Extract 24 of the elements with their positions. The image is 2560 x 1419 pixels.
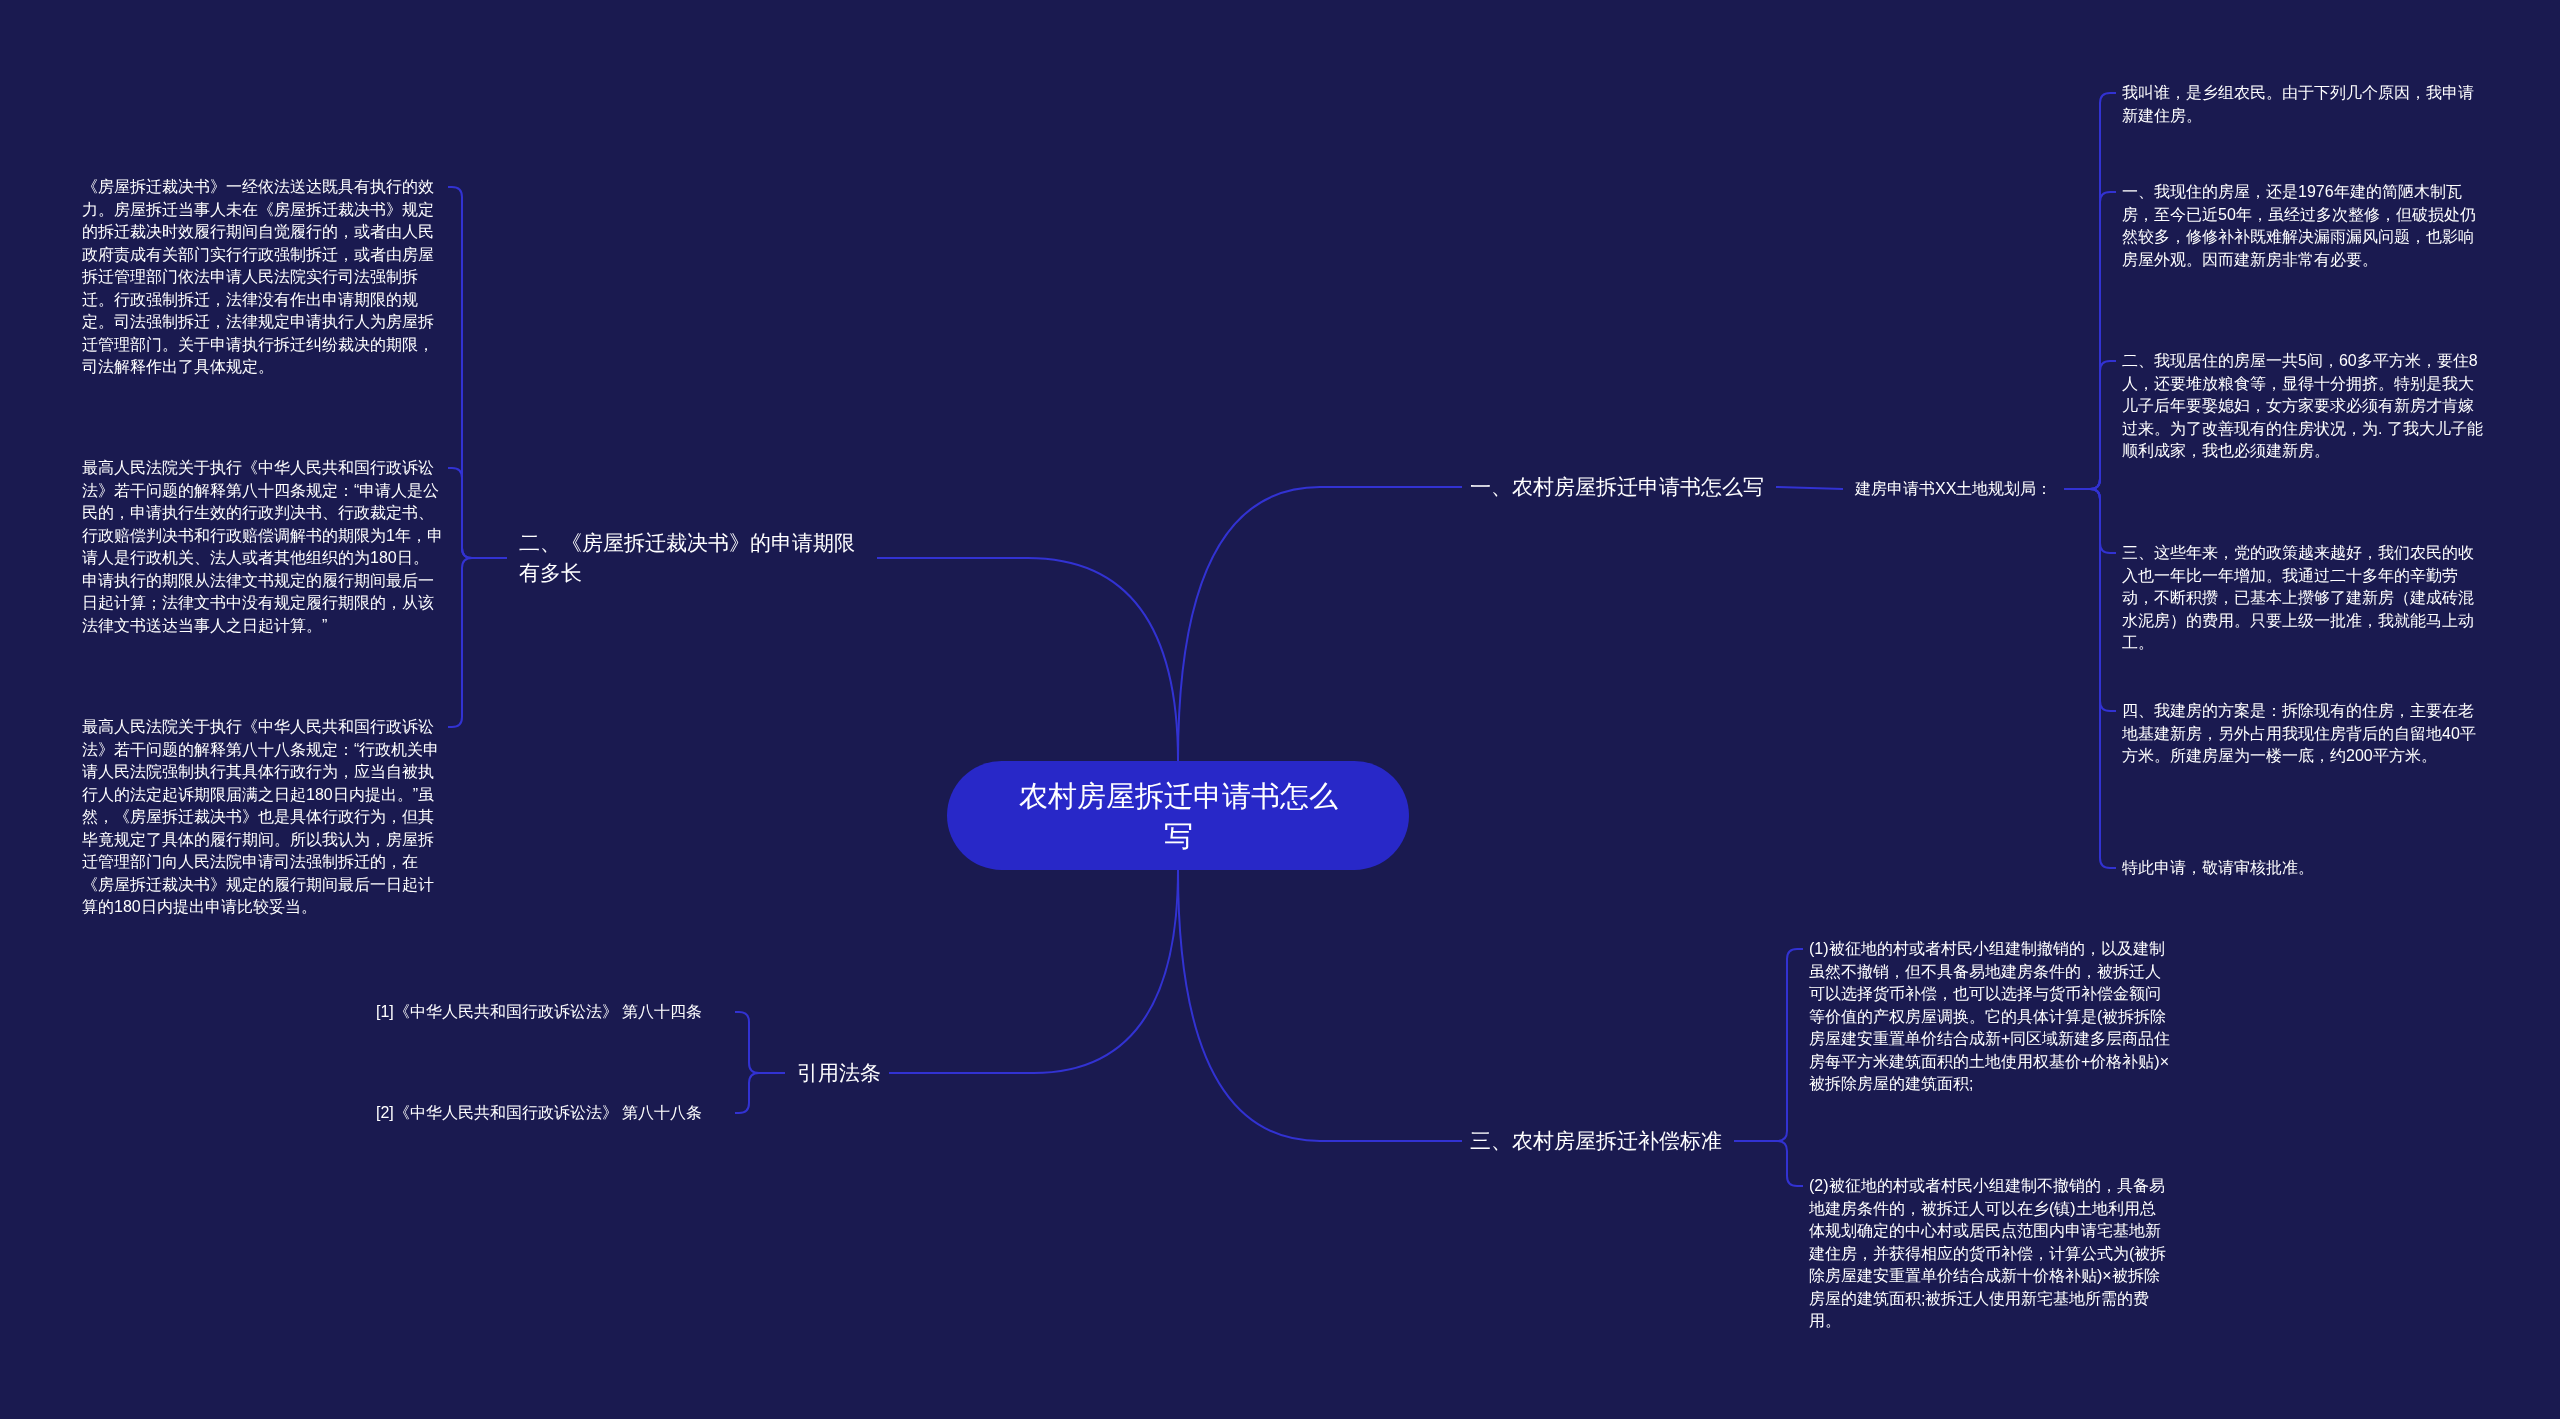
leaf-text: 最高人民法院关于执行《中华人民共和国行政诉讼法》若干问题的解释第八十八条规定：“行政机关申请人民法院强制执行其具体行政行为，应当自被执行人的法定起诉期限届满之日起180日内提出。”虽然，《房屋拆迁裁决书》也是具体行政行为，但其毕竟规定了具体的履行期间。所以我认为，房屋拆迁管理部门向人民法院申请司法强制拆迁的，在《房屋拆迁裁决书》规定的履行期间最后一日起计算的180日内提出申请比较妥当。 (82, 716, 444, 919)
branch-topic: 引用法条 (797, 1058, 881, 1088)
branch-topic: 二、《房屋拆迁裁决书》的申请期限有多长 (519, 528, 869, 588)
branch-topic: 三、农村房屋拆迁补偿标准 (1470, 1126, 1722, 1156)
leaf-text: 二、我现居住的房屋一共5间，60多平方米，要住8人，还要堆放粮食等，显得十分拥挤。特别是我大儿子后年要娶媳妇，女方家要求必须有新房才肯嫁过来。为了改善现有的住房状况，为. 了我大儿子能顺利成家，我也必须建新房。 (2122, 350, 2484, 463)
connector-line (734, 1072, 786, 1114)
leaf-text: 四、我建房的方案是：拆除现有的住房，主要在老地基建新房，另外占用我现住房背后的自留地40平方米。所建房屋为一楼一底，约200平方米。 (2122, 700, 2484, 768)
leaf-text: 《房屋拆迁裁决书》一经依法送达既具有执行的效力。房屋拆迁当事人未在《房屋拆迁裁决书》规定的拆迁裁决时效履行期间自觉履行的，或者由人民政府责成有关部门实行行政强制拆迁，或者由房屋拆迁管理部门依法申请人民法院实行司法强制拆迁。行政强制拆迁，法律没有作出申请期限的规定。司法强制拆迁，法律规定申请执行人为房屋拆迁管理部门。关于申请执行拆迁纠纷裁决的期限，司法解释作出了具体规定。 (82, 176, 444, 379)
leaf-text: 三、这些年来，党的政策越来越好，我们农民的收入也一年比一年增加。我通过二十多年的辛勤劳动，不断积攒，已基本上攒够了建新房（建成砖混水泥房）的费用。只要上级一批准，我就能马上动工。 (2122, 542, 2484, 655)
leaf-text: 特此申请，敬请审核批准。 (2122, 857, 2484, 880)
leaf-text: (1)被征地的村或者村民小组建制撤销的，以及建制虽然不撤销，但不具备易地建房条件的，被拆迁人可以选择货币补偿，也可以选择与货币补偿金额问等价值的产权房屋调换。它的具体计算是(被拆拆除房屋建安重置单价结合成新+同区域新建多层商品住房每平方米建筑面积的土地使用权基价+价格补贴)×被拆除房屋的建筑面积; (1809, 938, 2171, 1096)
central-topic: 农村房屋拆迁申请书怎么写 (947, 761, 1409, 870)
leaf-text: 最高人民法院关于执行《中华人民共和国行政诉讼法》若干问题的解释第八十四条规定：“申请人是公民的，申请执行生效的行政判决书、行政裁定书、行政赔偿判决书和行政赔偿调解书的期限为1年，申请人是行政机关、法人或者其他组织的为180日。申请执行的期限从法律文书规定的履行期间最后一日起计算；法律文书中没有规定履行期限的，从该法律文书送达当事人之日起计算。” (82, 457, 444, 637)
leaf-text: 一、我现住的房屋，还是1976年建的简陋木制瓦房，至今已近50年，虽经过多次整修，但破损处仍然较多，修修补补既难解决漏雨漏风问题，也影响房屋外观。因而建新房非常有必要。 (2122, 181, 2484, 271)
leaf-text: 我叫谁，是乡组农民。由于下列几个原因，我申请新建住房。 (2122, 82, 2484, 127)
leaf-text: [1]《中华人民共和国行政诉讼法》 第八十四条 (376, 1001, 731, 1024)
connector-line (1775, 486, 1844, 490)
connector-line (1177, 869, 1463, 1142)
branch-topic: 一、农村房屋拆迁申请书怎么写 (1470, 472, 1764, 502)
subtopic-text: 建房申请书XX土地规划局： (1855, 478, 2053, 500)
connector-line (1733, 1140, 1804, 1187)
leaf-text: [2]《中华人民共和国行政诉讼法》 第八十八条 (376, 1102, 731, 1125)
connector-line (447, 557, 508, 728)
leaf-text: (2)被征地的村或者村民小组建制不撤销的，具备易地建房条件的，被拆迁人可以在乡(镇)土地利用总体规划确定的中心村或居民点范围内申请宅基地新建住房，并获得相应的货币补偿，计算公式为(被拆除房屋建安重置单价结合成新十价格补贴)×被拆除房屋的建筑面积;被拆迁人使用新宅基地所需的费用。 (1809, 1175, 2171, 1333)
